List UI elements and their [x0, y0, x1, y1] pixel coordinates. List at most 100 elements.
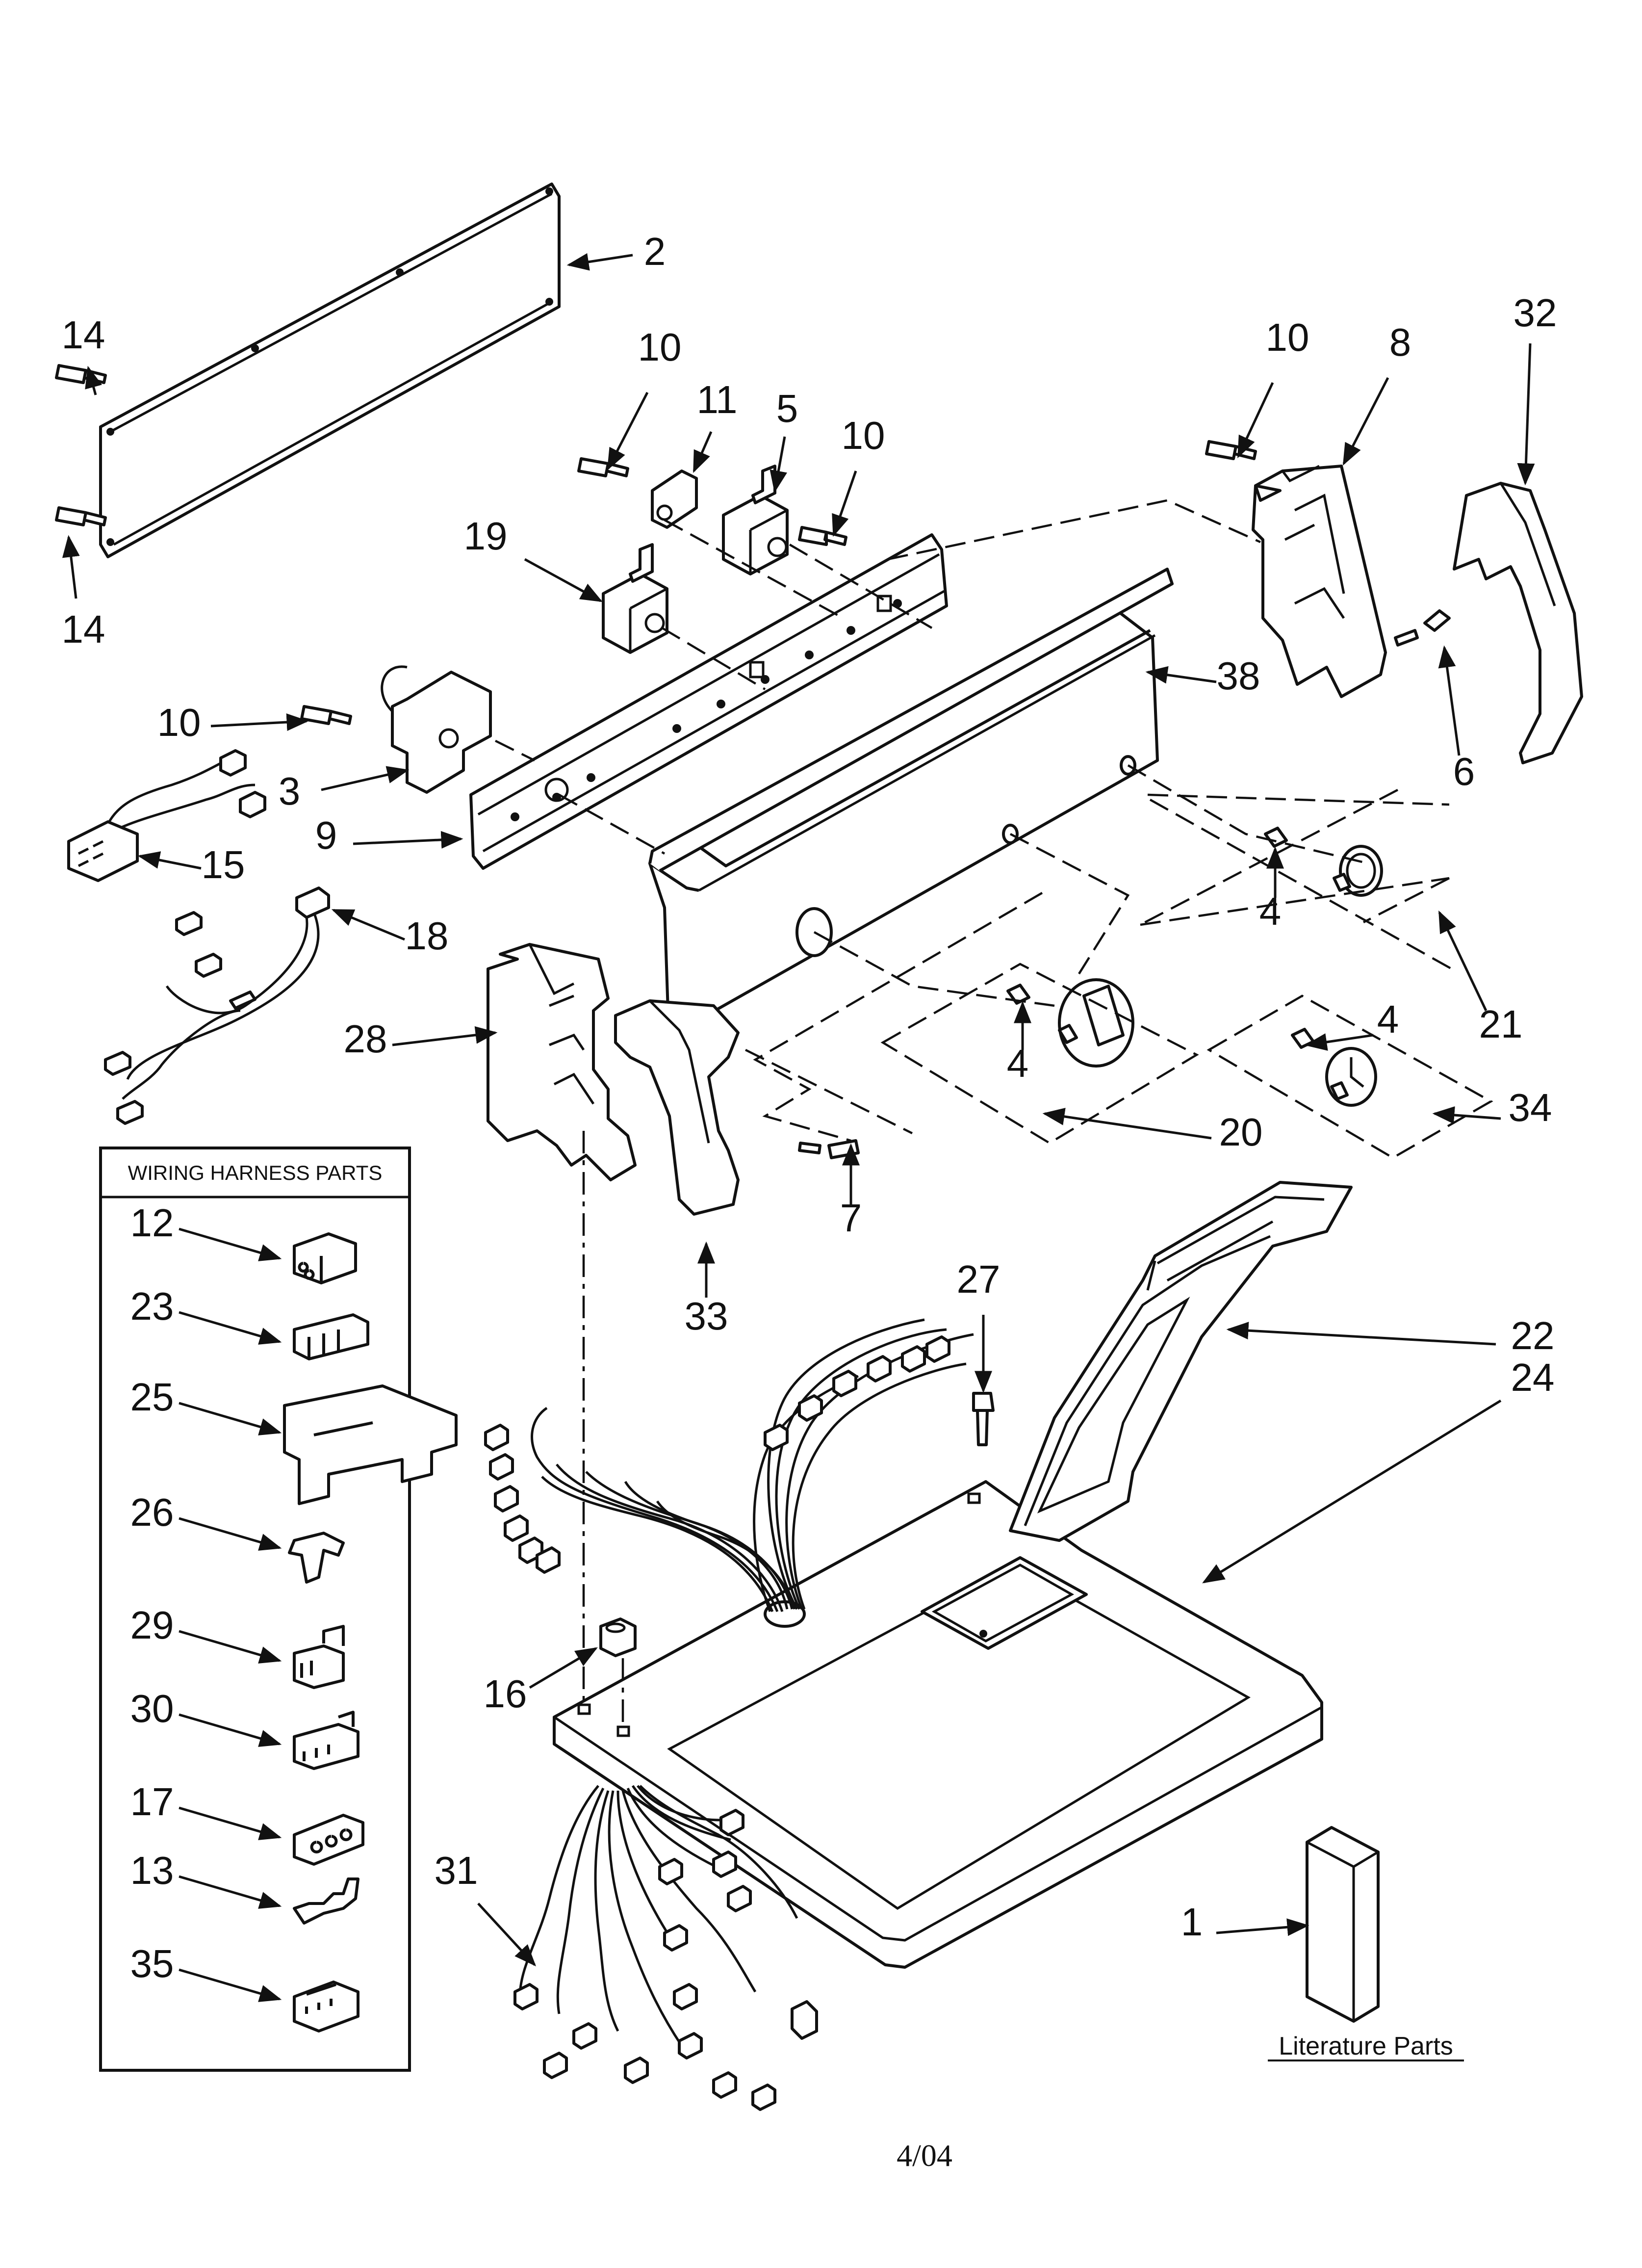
callout-1: 1: [1181, 1900, 1309, 1944]
callout-2: 2: [566, 230, 666, 273]
leader-line: [331, 909, 405, 941]
callout-10: 10: [832, 414, 885, 537]
callout-3: 3: [279, 766, 410, 813]
part-number-label: 10: [157, 701, 201, 744]
leader-line: [137, 851, 202, 870]
part-number-label: 21: [1479, 1002, 1523, 1046]
harness-item-23: 23: [130, 1284, 369, 1360]
harness-item-35: 35: [130, 1942, 359, 2033]
wire-clip-icon: [288, 1532, 345, 1584]
callout-27: 27: [957, 1257, 1001, 1393]
lint-screen-22: [1009, 1181, 1353, 1542]
part-number-label: 27: [957, 1257, 1001, 1301]
leader-line: [1305, 1033, 1374, 1051]
callout-28: 28: [344, 1017, 498, 1061]
callout-4: 4: [1259, 846, 1284, 933]
leader-line: [62, 535, 80, 599]
callout-34: 34: [1432, 1086, 1552, 1129]
leader-line: [524, 558, 603, 602]
callout-11: 11: [693, 378, 738, 473]
callout-9: 9: [315, 813, 463, 857]
harness-part-number: 30: [130, 1687, 174, 1730]
three-pin-housing-icon: [293, 1814, 364, 1866]
harness-part-number: 25: [130, 1375, 174, 1419]
harness-part-number: 23: [130, 1284, 174, 1328]
end-cap-8: [1252, 465, 1387, 698]
part-number-label: 7: [840, 1196, 862, 1240]
assembly-guide-lines: [494, 499, 1493, 1715]
part-number-label: 31: [435, 1849, 478, 1892]
leader-line: [179, 1630, 282, 1664]
callout-33: 33: [685, 1241, 728, 1338]
part-number-label: 33: [685, 1294, 728, 1338]
leader-line: [1342, 377, 1389, 466]
harness-part-number: 12: [130, 1201, 174, 1245]
part-number-label: 34: [1509, 1086, 1552, 1129]
switch-5: [722, 465, 789, 575]
knob-34: [1325, 1047, 1377, 1107]
leader-line: [1517, 343, 1535, 486]
harness-item-13: 13: [130, 1849, 359, 1925]
part-number-label: 5: [776, 387, 798, 430]
part-number-label: 14: [62, 313, 105, 357]
switch-19: [602, 543, 668, 654]
leader-line: [1145, 666, 1217, 684]
part-number-label: 38: [1217, 654, 1260, 698]
leader-line: [179, 1968, 282, 2002]
callout-22: 22: [1226, 1314, 1555, 1357]
leader-line: [1432, 1106, 1501, 1124]
part-number-label: 22: [1511, 1314, 1555, 1357]
callout-20: 20: [1042, 1108, 1262, 1154]
leader-line: [179, 1402, 282, 1435]
leader-line: [179, 1311, 282, 1345]
leader-line: [210, 713, 309, 731]
leader-line: [529, 1647, 598, 1689]
harness-part-number: 35: [130, 1942, 174, 1985]
top-cover-24: [553, 1480, 1323, 1969]
callout-38: 38: [1145, 654, 1260, 698]
wiring-harness-items: 12 23 25 26 29 30 17 13 35: [130, 1201, 458, 2033]
plug-icon: [293, 1625, 345, 1689]
part-number-label: 4: [1007, 1042, 1029, 1085]
callout-7: 7: [840, 1143, 862, 1240]
wiring-harness-parts-title: WIRING HARNESS PARTS: [128, 1161, 383, 1184]
terminal-icon: [293, 1877, 359, 1925]
leader-line: [1237, 382, 1274, 459]
part-number-label: 10: [638, 325, 682, 369]
leader-line: [353, 831, 463, 849]
wiring-harness-parts-box: WIRING HARNESS PARTS: [99, 1147, 411, 2072]
receptacle-icon: [293, 1711, 359, 1770]
callout-4: 4: [1007, 1001, 1031, 1085]
part-number-label: 24: [1511, 1356, 1555, 1399]
leader-line: [179, 1517, 282, 1551]
callout-31: 31: [435, 1849, 537, 1967]
part-number-label: 32: [1514, 291, 1557, 335]
harness-item-30: 30: [130, 1687, 359, 1770]
callout-19: 19: [464, 514, 603, 602]
callout-32: 32: [1514, 291, 1557, 486]
harness-part-number: 13: [130, 1849, 174, 1892]
callout-10: 10: [1237, 315, 1309, 459]
leader-line: [770, 436, 787, 493]
page-date: 4/04: [897, 2138, 952, 2173]
leader-line: [477, 1903, 537, 1967]
harness-part-number: 17: [130, 1780, 174, 1824]
leader-line: [179, 1875, 282, 1909]
part-number-label: 11: [696, 378, 737, 421]
part-number-label: 10: [1266, 315, 1309, 359]
callout-14: 14: [62, 535, 105, 651]
leader-line: [693, 431, 713, 473]
harness-item-26: 26: [130, 1490, 345, 1584]
clip-4: [1006, 827, 1315, 1049]
harness-item-25: 25: [130, 1375, 458, 1505]
callout-4: 4: [1305, 997, 1399, 1051]
leader-line: [392, 1026, 498, 1046]
leader-line: [1202, 1399, 1502, 1584]
harness-part-number: 29: [130, 1603, 174, 1647]
end-cap-28: [487, 943, 637, 1181]
harness-item-12: 12: [130, 1201, 357, 1284]
literature-booklet: [1306, 1826, 1380, 2023]
part-number-label: 4: [1259, 889, 1282, 933]
leader-line: [179, 1227, 282, 1261]
